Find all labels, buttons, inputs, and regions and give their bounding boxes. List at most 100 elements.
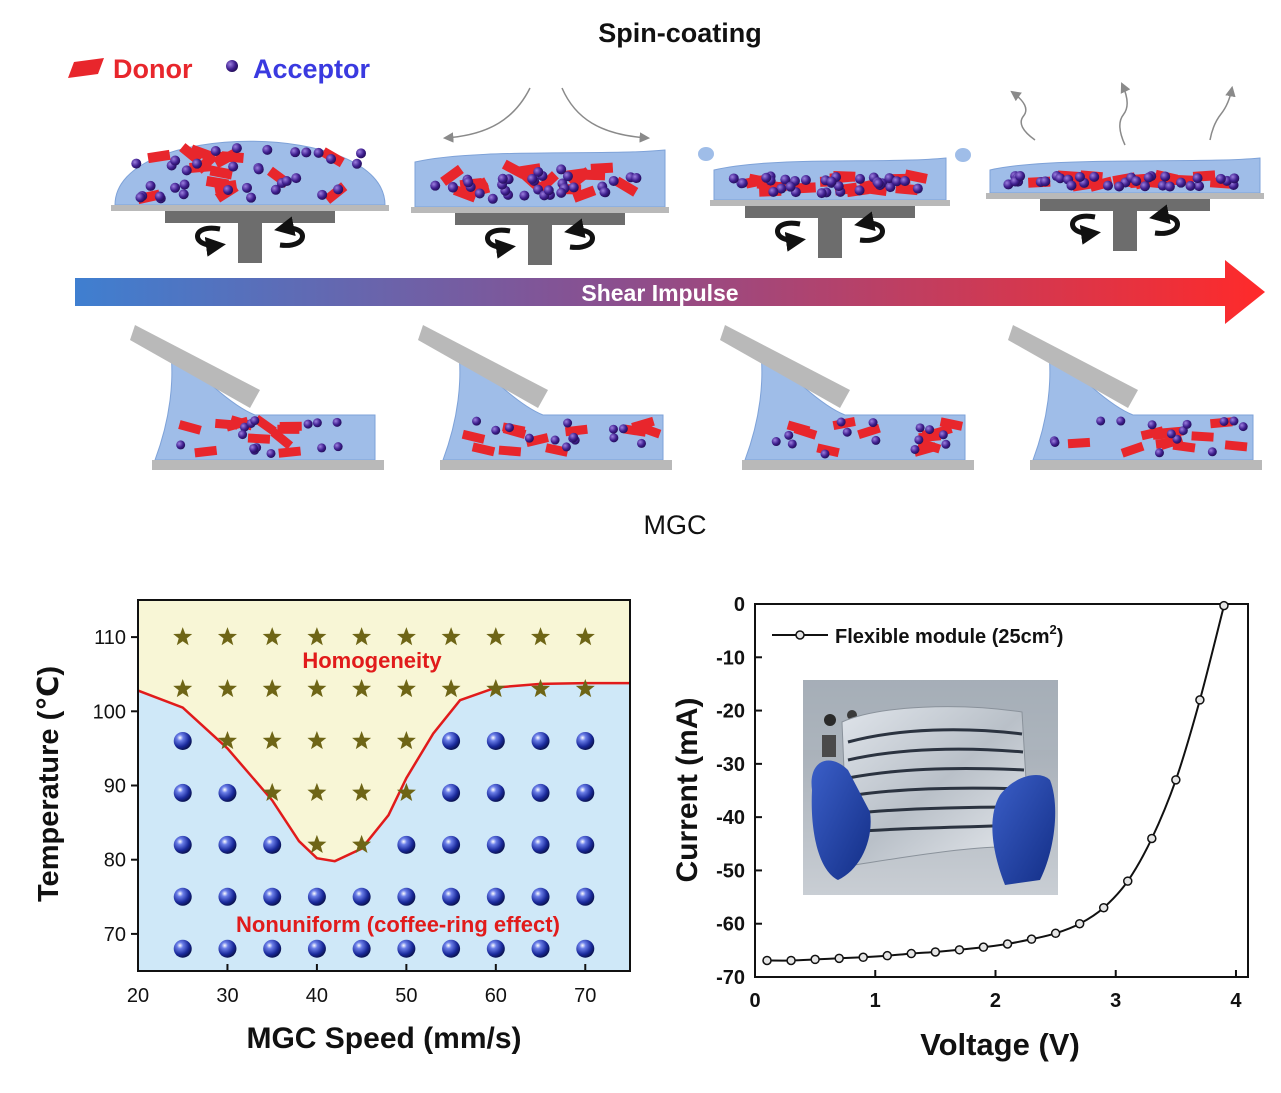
x-tick-label: 0 bbox=[749, 990, 760, 1012]
acceptor-molecule-icon bbox=[313, 147, 324, 158]
acceptor-molecule-icon bbox=[563, 418, 573, 428]
star-point bbox=[307, 679, 327, 698]
y-tick-label: 0 bbox=[734, 594, 745, 616]
sphere-point bbox=[486, 731, 505, 750]
acceptor-molecule-icon bbox=[1116, 416, 1126, 426]
donor-molecule-icon bbox=[590, 162, 614, 174]
acceptor-molecule-icon bbox=[899, 176, 910, 187]
spin-shaft bbox=[528, 225, 552, 265]
acceptor-molecule-icon bbox=[1066, 180, 1077, 191]
acceptor-molecule-icon bbox=[562, 171, 573, 182]
acceptor-molecule-icon bbox=[135, 192, 146, 203]
sphere-point bbox=[531, 731, 550, 750]
acceptor-molecule-icon bbox=[550, 435, 560, 445]
star-point bbox=[531, 679, 551, 698]
acceptor-molecule-icon bbox=[631, 173, 642, 184]
acceptor-molecule-icon bbox=[154, 191, 165, 202]
acceptor-molecule-icon bbox=[608, 424, 618, 434]
acceptor-molecule-icon bbox=[312, 418, 322, 428]
acceptor-molecule-icon bbox=[519, 190, 530, 201]
sphere-point bbox=[442, 887, 461, 906]
sphere-point bbox=[173, 939, 192, 958]
acceptor-molecule-icon bbox=[253, 164, 264, 175]
donor-molecule-icon bbox=[913, 442, 937, 457]
sphere-point bbox=[486, 835, 505, 854]
donor-molecule-icon bbox=[564, 424, 588, 437]
acceptor-molecule-icon bbox=[776, 183, 787, 194]
donor-molecule-icon bbox=[572, 185, 597, 203]
acceptor-molecule-icon bbox=[636, 438, 646, 448]
donor-molecule-icon bbox=[278, 446, 302, 458]
jv-data-point bbox=[810, 954, 820, 965]
acceptor-molecule-icon bbox=[1015, 171, 1026, 182]
sphere-point bbox=[173, 887, 192, 906]
flow-arrow-icon bbox=[442, 87, 531, 143]
acceptor-molecule-icon bbox=[145, 180, 156, 191]
acceptor-molecule-icon bbox=[474, 188, 485, 199]
rotation-arrow-icon bbox=[775, 220, 806, 252]
donor-molecule-icon bbox=[816, 443, 840, 458]
acceptor-molecule-icon bbox=[179, 179, 190, 190]
star-point bbox=[352, 782, 372, 801]
sphere-point bbox=[486, 939, 505, 958]
star-point bbox=[352, 679, 372, 698]
mgc-blade bbox=[130, 325, 260, 408]
donor-molecule-icon bbox=[247, 433, 271, 444]
jv-data-point bbox=[930, 947, 941, 957]
donor-molecule-icon bbox=[194, 445, 218, 458]
acceptor-molecule-icon bbox=[1175, 177, 1186, 188]
y-tick-label: -40 bbox=[716, 807, 745, 829]
star-point bbox=[352, 627, 372, 646]
sphere-point bbox=[307, 939, 326, 958]
sphere-point bbox=[397, 887, 416, 906]
sphere-point bbox=[218, 835, 237, 854]
jv-data-point bbox=[1026, 934, 1037, 944]
mgc-stage bbox=[418, 325, 672, 470]
left-chart-xlabel: MGC Speed (mm/s) bbox=[246, 1022, 521, 1055]
acceptor-molecule-icon bbox=[1229, 173, 1240, 184]
acceptor-molecule-icon bbox=[608, 175, 619, 186]
donor-molecule-icon bbox=[471, 442, 496, 457]
acceptor-molecule-icon bbox=[333, 442, 343, 452]
acceptor-molecule-icon bbox=[487, 193, 498, 204]
legend-series-sup: 2 bbox=[1050, 622, 1057, 637]
star-point bbox=[217, 679, 237, 698]
jv-data-point bbox=[1195, 695, 1205, 705]
sphere-point bbox=[442, 939, 461, 958]
star-point bbox=[262, 731, 282, 750]
legend-series-text: Flexible module (25cm bbox=[835, 626, 1050, 648]
acceptor-molecule-icon bbox=[1160, 171, 1171, 182]
homogeneity-label: Homogeneity bbox=[302, 648, 442, 673]
acceptor-molecule-icon bbox=[246, 192, 257, 203]
sphere-point bbox=[263, 835, 282, 854]
acceptor-molecule-icon bbox=[854, 185, 865, 196]
rotation-arrow-icon bbox=[854, 211, 885, 243]
acceptor-molecule-icon bbox=[868, 418, 878, 428]
acceptor-molecule-icon bbox=[1089, 171, 1100, 182]
sphere-point bbox=[486, 783, 505, 802]
y-tick-label: -10 bbox=[716, 647, 745, 669]
rotation-arrow-icon bbox=[485, 227, 516, 259]
jv-data-point bbox=[1219, 600, 1229, 611]
acceptor-molecule-icon bbox=[1114, 181, 1125, 192]
y-tick-label: 100 bbox=[93, 701, 126, 723]
star-point bbox=[396, 679, 416, 698]
left-chart-ylabel: Temperature (℃) bbox=[33, 666, 65, 902]
jv-data-point bbox=[954, 945, 965, 955]
star-point bbox=[575, 627, 595, 646]
phase-boundary-line bbox=[137, 681, 630, 863]
x-tick-label: 60 bbox=[485, 985, 507, 1007]
acceptor-molecule-icon bbox=[914, 435, 924, 445]
acceptor-molecule-icon bbox=[491, 425, 501, 435]
star-point bbox=[307, 731, 327, 750]
donor-molecule-icon bbox=[1191, 431, 1214, 442]
y-tick-label: 80 bbox=[104, 850, 126, 872]
star-point bbox=[173, 627, 193, 646]
acceptor-molecule-icon bbox=[785, 181, 796, 192]
spin-stage bbox=[986, 157, 1264, 251]
x-tick-label: 1 bbox=[870, 990, 881, 1012]
shear-impulse-label: Shear Impulse bbox=[581, 280, 738, 306]
jv-data-point bbox=[882, 950, 893, 961]
sphere-point bbox=[531, 939, 550, 958]
